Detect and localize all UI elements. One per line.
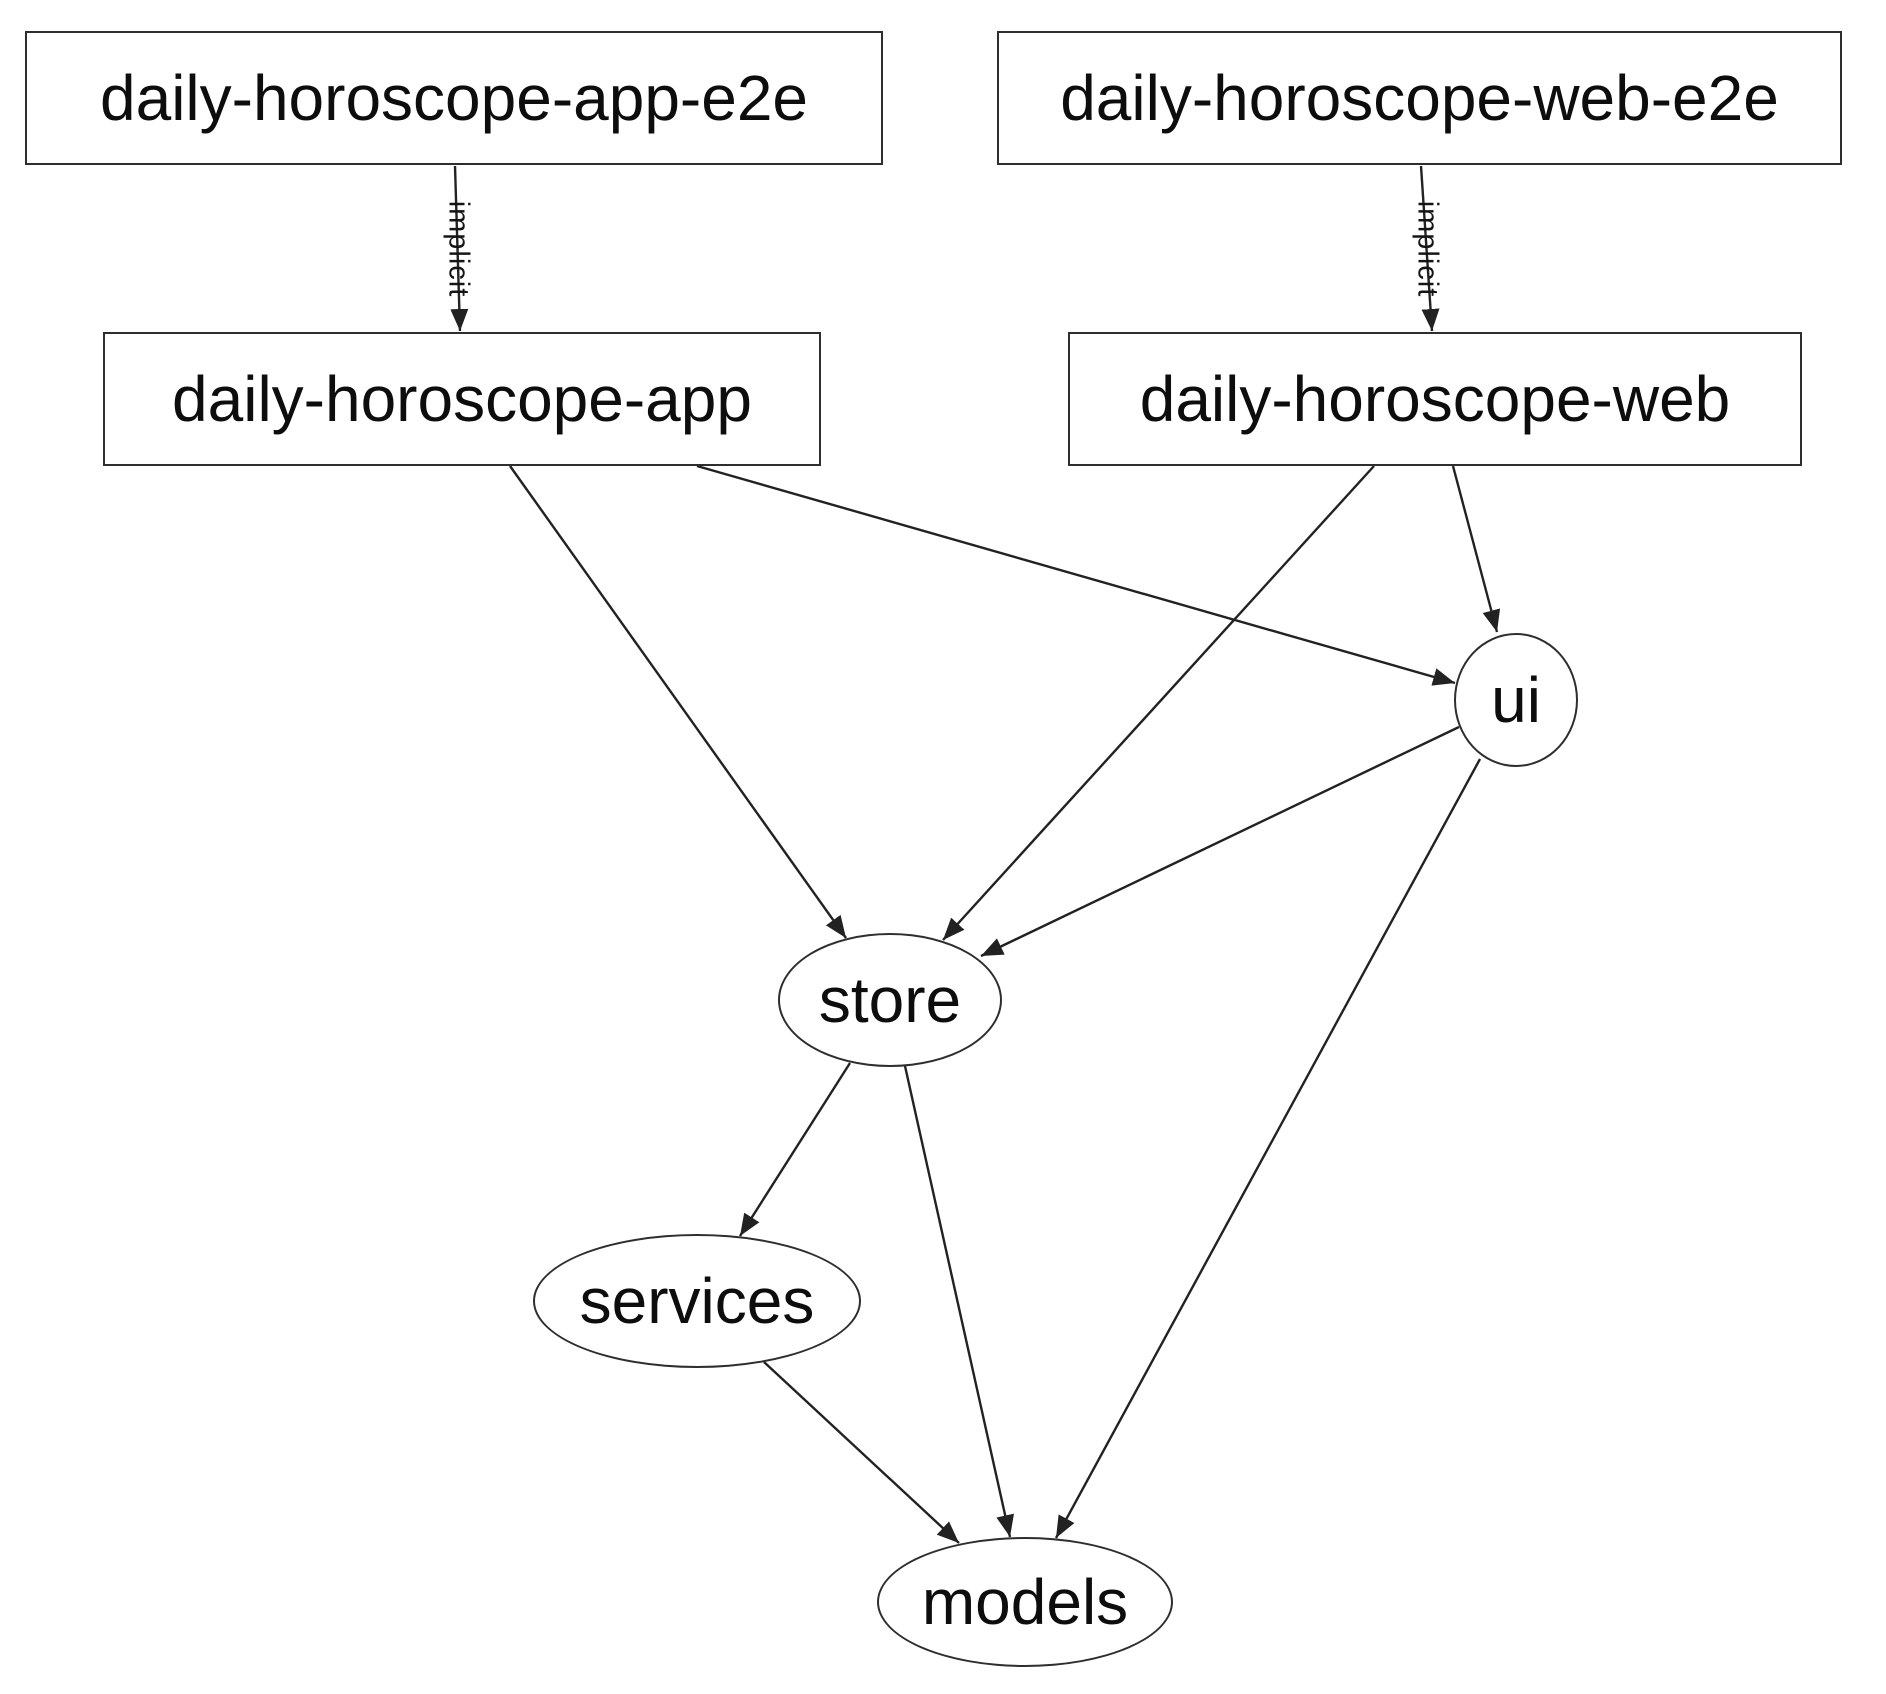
node-daily-horoscope-app[interactable]: daily-horoscope-app — [103, 332, 821, 466]
edge-app-e2e-to-app — [450, 165, 469, 332]
node-label: daily-horoscope-app-e2e — [100, 62, 808, 134]
edge-web-e2e-to-web — [1419, 165, 1440, 332]
edge-store-to-services — [738, 1062, 852, 1237]
edge-web-to-ui — [1451, 465, 1501, 633]
node-label: store — [818, 964, 962, 1036]
edge-label-implicit-web: implicit — [1411, 200, 1444, 298]
node-label: models — [921, 1566, 1129, 1638]
node-label: daily-horoscope-web — [1139, 363, 1731, 435]
node-daily-horoscope-web-e2e[interactable]: daily-horoscope-web-e2e — [997, 31, 1842, 165]
node-label: services — [579, 1265, 815, 1337]
node-ui[interactable]: ui — [1454, 633, 1578, 767]
edge-label-implicit-app: implicit — [442, 200, 475, 298]
node-label: ui — [1491, 664, 1541, 736]
node-daily-horoscope-web[interactable]: daily-horoscope-web — [1068, 332, 1802, 466]
node-label: daily-horoscope-app — [172, 363, 752, 435]
edge-ui-to-models — [1054, 758, 1482, 1539]
edge-store-to-models — [903, 1065, 1014, 1538]
edge-app-to-ui — [696, 464, 1456, 686]
node-label: daily-horoscope-web-e2e — [1060, 62, 1779, 134]
edge-ui-to-store — [980, 725, 1460, 958]
node-store[interactable]: store — [778, 933, 1002, 1067]
edge-services-to-models — [763, 1361, 960, 1544]
edge-app-to-store — [509, 465, 847, 939]
node-models[interactable]: models — [877, 1537, 1173, 1667]
node-daily-horoscope-app-e2e[interactable]: daily-horoscope-app-e2e — [25, 31, 883, 165]
node-services[interactable]: services — [533, 1234, 861, 1368]
edge-web-to-store — [942, 465, 1375, 941]
